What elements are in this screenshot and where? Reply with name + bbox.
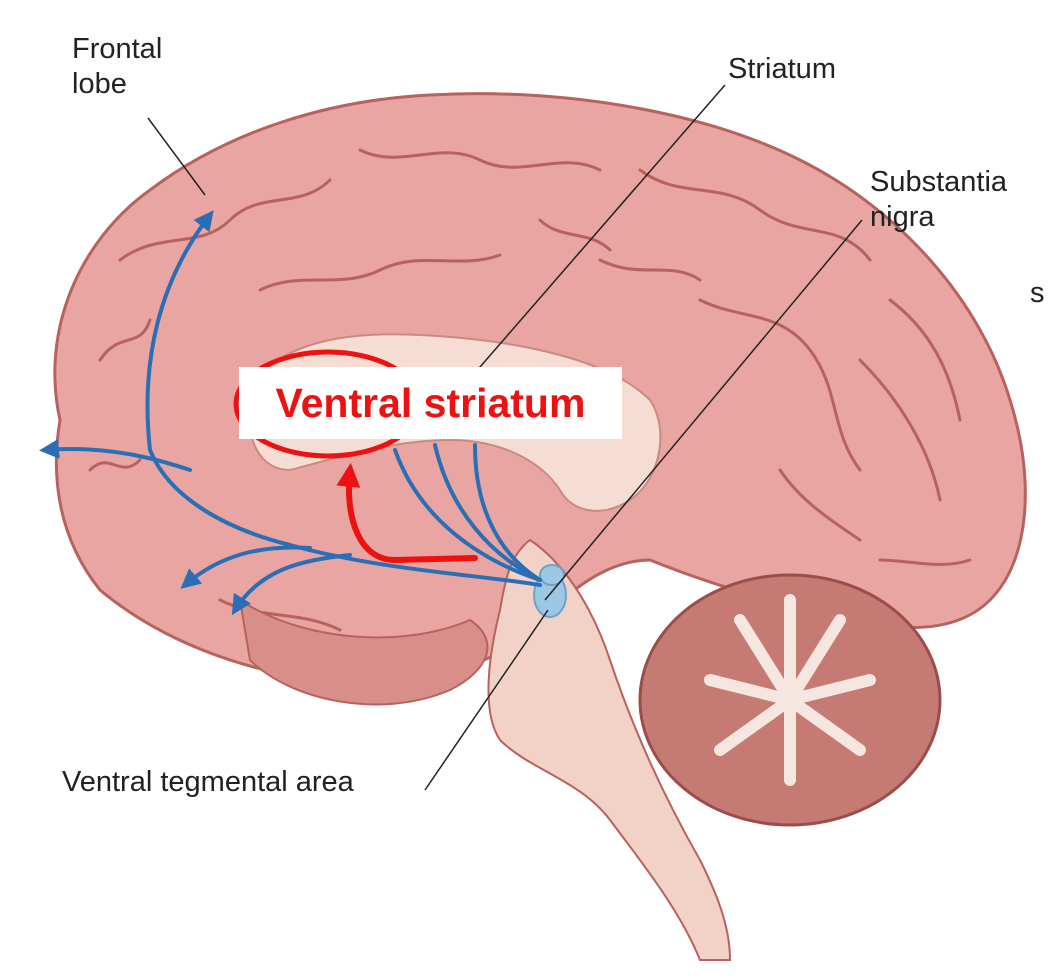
frontal-lobe-label-line1: Frontal (72, 33, 162, 65)
ventral-striatum-text: Ventral striatum (276, 380, 586, 426)
ventral-striatum-label: Ventral striatum (239, 367, 622, 439)
cropped-label-fragment: s (1030, 276, 1045, 311)
substantia-nigra-label-line1: Substantia (870, 166, 1007, 198)
frontal-lobe-label: Frontal lobe (72, 32, 162, 102)
striatum-label: Striatum (728, 52, 836, 87)
substantia-nigra-label: Substantia nigra (870, 165, 1007, 235)
ventral-tegmental-area-label: Ventral tegmental area (62, 765, 354, 800)
frontal-lobe-label-line2: lobe (72, 68, 127, 100)
substantia-nigra-label-line2: nigra (870, 201, 935, 233)
